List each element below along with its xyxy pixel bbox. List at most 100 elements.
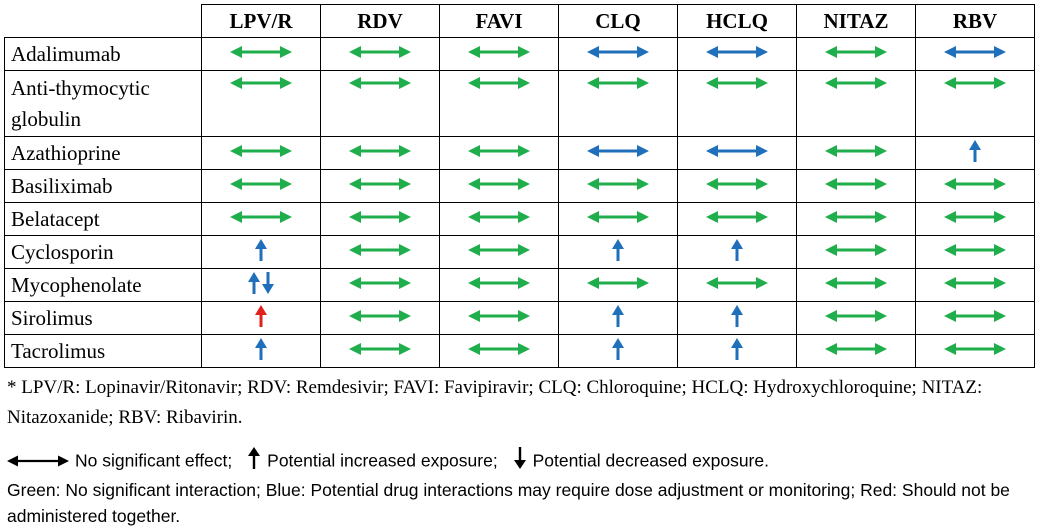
header-row: LPV/R RDV FAVI CLQ HCLQ NITAZ RBV bbox=[4, 4, 1035, 38]
interaction-cell bbox=[796, 169, 916, 203]
interaction-cell bbox=[439, 334, 559, 368]
column-header: HCLQ bbox=[677, 4, 797, 38]
double-headed-arrow-icon bbox=[468, 177, 530, 196]
interaction-cell bbox=[439, 235, 559, 269]
interaction-cell bbox=[439, 202, 559, 236]
double-headed-arrow-icon bbox=[349, 45, 411, 64]
double-headed-arrow-icon bbox=[468, 76, 530, 95]
double-headed-arrow-icon bbox=[349, 243, 411, 262]
interaction-cell bbox=[796, 202, 916, 236]
double-headed-arrow-icon bbox=[468, 243, 530, 262]
interaction-cell bbox=[320, 202, 440, 236]
interaction-cell bbox=[915, 268, 1035, 302]
double-headed-arrow-icon bbox=[944, 276, 1006, 295]
interaction-cell bbox=[320, 301, 440, 335]
interaction-cell bbox=[677, 334, 797, 368]
interaction-cell bbox=[915, 235, 1035, 269]
interaction-cell bbox=[439, 169, 559, 203]
column-header: RBV bbox=[915, 4, 1035, 38]
double-headed-arrow-icon bbox=[944, 177, 1006, 196]
interaction-cell bbox=[201, 202, 321, 236]
up-arrow-icon bbox=[254, 304, 268, 332]
double-headed-arrow-icon bbox=[468, 210, 530, 229]
interaction-cell bbox=[915, 136, 1035, 170]
double-headed-arrow-icon bbox=[468, 144, 530, 163]
interaction-cell bbox=[439, 136, 559, 170]
interaction-cell bbox=[439, 301, 559, 335]
double-headed-arrow-icon bbox=[349, 210, 411, 229]
interaction-cell bbox=[915, 334, 1035, 368]
up-arrow-icon bbox=[730, 304, 744, 332]
interaction-cell bbox=[320, 70, 440, 137]
table-row: Sirolimus bbox=[4, 301, 1035, 335]
interaction-cell bbox=[915, 169, 1035, 203]
up-arrow-icon bbox=[254, 238, 268, 266]
double-headed-arrow-icon bbox=[230, 144, 292, 163]
double-headed-arrow-icon bbox=[587, 144, 649, 163]
interaction-cell bbox=[201, 301, 321, 335]
interaction-cell bbox=[796, 334, 916, 368]
double-headed-arrow-icon bbox=[587, 210, 649, 229]
interaction-cell bbox=[796, 268, 916, 302]
interaction-cell bbox=[320, 136, 440, 170]
double-headed-arrow-icon bbox=[944, 243, 1006, 262]
interaction-cell bbox=[558, 70, 678, 137]
double-headed-arrow-icon bbox=[825, 45, 887, 64]
up-arrow-icon bbox=[730, 337, 744, 365]
legend-decreased: Potential decreased exposure. bbox=[532, 450, 769, 471]
interaction-cell bbox=[201, 37, 321, 71]
double-headed-arrow-icon bbox=[587, 45, 649, 64]
interaction-cell bbox=[558, 301, 678, 335]
drug-name: Cyclosporin bbox=[4, 235, 202, 269]
drug-name: Belatacept bbox=[4, 202, 202, 236]
interaction-cell bbox=[439, 37, 559, 71]
double-headed-arrow-icon bbox=[944, 342, 1006, 361]
double-headed-arrow-icon bbox=[706, 177, 768, 196]
up-arrow-icon bbox=[254, 337, 268, 365]
interaction-cell bbox=[796, 70, 916, 137]
double-headed-arrow-icon bbox=[706, 276, 768, 295]
double-headed-arrow-icon bbox=[825, 342, 887, 361]
down-arrow-icon bbox=[513, 447, 527, 477]
up-arrow-icon bbox=[611, 238, 625, 266]
table-row: Mycophenolate bbox=[4, 268, 1035, 302]
interaction-cell bbox=[677, 70, 797, 137]
table-row: Belatacept bbox=[4, 202, 1035, 236]
interaction-cell bbox=[201, 136, 321, 170]
table-row: Tacrolimus bbox=[4, 334, 1035, 368]
double-headed-arrow-icon bbox=[349, 144, 411, 163]
table-row: Cyclosporin bbox=[4, 235, 1035, 269]
interaction-cell bbox=[201, 334, 321, 368]
drug-name: Basiliximab bbox=[4, 169, 202, 203]
drug-name: Tacrolimus bbox=[4, 334, 202, 368]
interaction-cell bbox=[796, 235, 916, 269]
interaction-cell bbox=[677, 169, 797, 203]
double-headed-arrow-icon bbox=[230, 45, 292, 64]
drug-name: Sirolimus bbox=[4, 301, 202, 335]
interaction-cell bbox=[677, 235, 797, 269]
double-headed-arrow-icon bbox=[468, 276, 530, 295]
double-headed-arrow-icon bbox=[349, 276, 411, 295]
interaction-cell bbox=[320, 235, 440, 269]
double-headed-arrow-icon bbox=[825, 276, 887, 295]
corner-cell bbox=[4, 4, 202, 38]
column-header: NITAZ bbox=[796, 4, 916, 38]
interaction-cell bbox=[558, 268, 678, 302]
double-headed-arrow-icon bbox=[825, 76, 887, 95]
double-headed-arrow-icon bbox=[587, 76, 649, 95]
interaction-cell bbox=[558, 334, 678, 368]
column-header: LPV/R bbox=[201, 4, 321, 38]
double-headed-arrow-icon bbox=[825, 309, 887, 328]
interaction-cell bbox=[201, 268, 321, 302]
double-headed-arrow-icon bbox=[349, 342, 411, 361]
double-headed-arrow-icon bbox=[944, 309, 1006, 328]
double-headed-arrow-icon bbox=[706, 144, 768, 163]
double-headed-arrow-icon bbox=[825, 144, 887, 163]
interaction-cell bbox=[915, 70, 1035, 137]
table-row: Azathioprine bbox=[4, 136, 1035, 170]
column-header: RDV bbox=[320, 4, 440, 38]
table-row: Anti-thymocytic globulin bbox=[4, 70, 1035, 137]
interaction-cell bbox=[796, 301, 916, 335]
double-headed-arrow-icon bbox=[349, 177, 411, 196]
interaction-cell bbox=[677, 37, 797, 71]
